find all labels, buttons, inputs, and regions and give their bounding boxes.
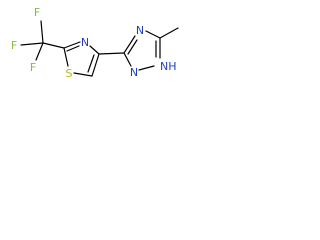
- bond-n2-c3: [123, 52, 132, 67]
- bond-c4-n3: [89, 45, 100, 55]
- atom-n-triazole-bottom: N: [130, 66, 138, 79]
- bond-c3-n4-double: [127, 39, 138, 55]
- bond-n3-c2-double: [66, 45, 80, 52]
- atom-n-triazole-top: N: [136, 24, 144, 37]
- bond-s-c5: [73, 72, 93, 77]
- bond-c5-c4-double: [87, 54, 95, 73]
- bond-c2-s: [63, 47, 69, 67]
- bond-n3-c2: [63, 41, 81, 49]
- atom-f-top: F: [34, 6, 40, 19]
- atom-f-left: F: [11, 39, 17, 52]
- bond-n4-c5: [145, 30, 161, 39]
- bond-c4-c3-triazole: [98, 52, 125, 55]
- molecule-structure: F F F S N N N NH: [11, 6, 179, 80]
- atom-n-thiazole: N: [81, 36, 89, 49]
- bond-c-f-top: [40, 20, 44, 44]
- bond-cf3-c2: [42, 42, 65, 49]
- bond-c5-methyl: [159, 27, 179, 39]
- bond-n1-n2: [138, 65, 155, 71]
- bond-c-f-bottom: [35, 42, 44, 61]
- bond-c3-n4: [123, 35, 136, 54]
- atom-s: S: [66, 67, 73, 80]
- bond-c-f-left: [20, 42, 44, 46]
- atom-f-bottom: F: [30, 61, 36, 74]
- bond-c5-c4: [91, 53, 100, 77]
- atom-nh: NH: [160, 60, 177, 73]
